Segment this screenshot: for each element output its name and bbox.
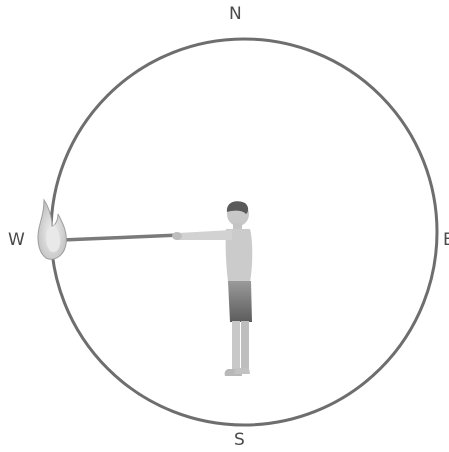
pointing-line xyxy=(62,235,180,240)
south-label: S xyxy=(234,432,245,449)
north-label: N xyxy=(229,6,242,23)
person-figure-icon xyxy=(172,201,252,376)
west-label: W xyxy=(8,232,25,249)
east-label: E xyxy=(443,232,449,249)
